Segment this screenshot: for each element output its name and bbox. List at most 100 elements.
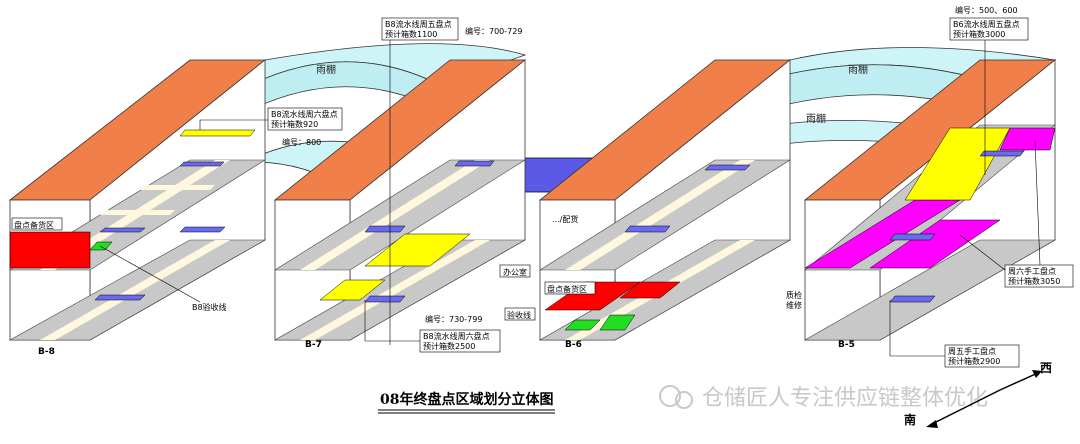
magenta-zone xyxy=(999,127,1056,151)
reserve-area-label: 盘点备货区 xyxy=(547,284,587,294)
office-label: 办公室 xyxy=(503,267,527,277)
callout-box xyxy=(267,107,343,131)
green-zone xyxy=(599,314,636,331)
reserve-zone-red xyxy=(9,231,91,269)
blue-zone xyxy=(889,233,936,241)
yellow-zone xyxy=(179,129,256,137)
blue-zone xyxy=(704,164,751,171)
qc-repair-label: 质检 维修 xyxy=(786,290,805,310)
acceptance-label-box xyxy=(504,307,536,321)
callout-box xyxy=(1004,264,1074,288)
building-b8: B-8 盘点备货区 B8验收线 xyxy=(8,43,527,357)
blue-zone xyxy=(179,161,225,167)
code-label: 编号：500、600 xyxy=(955,5,1018,15)
building-b6: B-6 .../配货 办公室 盘点备货区 验收线 xyxy=(499,47,1057,350)
building-label-b7: B-7 xyxy=(305,340,322,350)
walkway xyxy=(40,240,230,340)
blue-zone xyxy=(94,294,146,301)
watermark-text: 仓储匠人专注供应链整体优化 xyxy=(702,386,988,411)
reserve-label-box xyxy=(544,281,596,295)
repair-label-line: 维修 xyxy=(786,300,802,310)
callout-sat-manual: 周六手工盘点 预计箱数3050 xyxy=(959,139,1074,288)
west-arrow-head xyxy=(1032,370,1042,378)
callout-line: 预计箱数1100 xyxy=(385,29,437,39)
walkway xyxy=(300,160,490,270)
canopy-label: 雨棚 xyxy=(316,63,336,76)
callout-line: 预计箱数3000 xyxy=(953,29,1005,39)
building-label-b5: B-5 xyxy=(838,340,855,350)
receive-zone-green xyxy=(89,241,113,251)
watermark: 仓储匠人专注供应链整体优化 xyxy=(659,385,988,411)
callout-b8-sat2: 编号：730-799 B8流水线周六盘点 预计箱数2500 xyxy=(364,300,501,353)
callout-line: 预计箱数3050 xyxy=(1008,276,1060,286)
blue-zone xyxy=(454,160,495,167)
blue-zone xyxy=(179,226,226,233)
leader-line xyxy=(99,245,201,303)
lower-floor xyxy=(803,239,1057,341)
building-label-b6: B-6 xyxy=(565,340,582,350)
wechat-icon xyxy=(675,391,693,409)
blue-zone xyxy=(979,150,1025,157)
callout-line: B8流水线周六盘点 xyxy=(423,331,490,341)
walkway xyxy=(140,185,215,190)
receive-line-label: B8验收线 xyxy=(192,302,227,312)
distribution-label: .../配货 xyxy=(552,214,578,224)
callout-text: 周五手工盘点 预计箱数2900 xyxy=(948,346,1000,366)
west-label: 西 xyxy=(1040,361,1052,375)
callout-line: 预计箱数920 xyxy=(271,119,318,129)
code-label: 编号：730-799 xyxy=(425,314,482,324)
walkway xyxy=(100,210,175,215)
leader-line xyxy=(959,234,1006,271)
blue-zone xyxy=(364,295,406,303)
blue-zone xyxy=(364,225,406,233)
callout-fri-manual: 周五手工盘点 预计箱数2900 xyxy=(889,300,1020,368)
south-arrow-line xyxy=(929,389,1001,426)
callout-b8-fri: B8流水线周五盘点 预计箱数1100 编号：700-729 xyxy=(381,17,522,345)
callout-line: B8流水线周六盘点 xyxy=(271,109,338,119)
code-label: 编号：700-729 xyxy=(465,26,522,36)
callout-box xyxy=(381,17,459,41)
walkway xyxy=(300,240,490,340)
reserve-label-box xyxy=(11,217,63,231)
callout-text: B8流水线周五盘点 预计箱数1100 xyxy=(385,19,454,39)
callout-line: 预计箱数2500 xyxy=(423,341,475,351)
building-b5: B-5 质检 维修 xyxy=(786,59,1057,350)
walkway xyxy=(565,160,755,270)
code-label: 编号：800 xyxy=(282,137,321,147)
west-arrow-line xyxy=(999,371,1041,391)
compass: 西 南 xyxy=(904,361,1052,428)
green-zone xyxy=(564,319,601,331)
callout-text: B8流水线周六盘点 预计箱数920 xyxy=(271,109,340,129)
yellow-zone xyxy=(319,279,386,301)
callout-line: B6流水线周五盘点 xyxy=(953,19,1020,29)
callout-line: 周六手工盘点 xyxy=(1008,266,1056,276)
building-b7: B-7 xyxy=(273,59,527,350)
yellow-zone xyxy=(364,233,471,267)
callout-line: B8流水线周五盘点 xyxy=(385,19,452,29)
canopy-label: 雨棚 xyxy=(848,63,868,76)
canopy-label: 雨棚 xyxy=(806,112,826,125)
callout-line: 预计箱数2900 xyxy=(948,356,1000,366)
building-label-b8: B-8 xyxy=(38,347,55,357)
reserve-area-label: 盘点备货区 xyxy=(14,220,54,230)
qc-label-line: 质检 xyxy=(786,290,802,300)
blue-zone xyxy=(889,295,936,303)
blue-zone xyxy=(624,225,671,233)
yellow-zone xyxy=(904,127,1011,201)
leader-line xyxy=(1034,139,1041,266)
callout-b6-fri: 编号：500、600 B6流水线周五盘点 预计箱数3000 xyxy=(949,5,1029,175)
wechat-icon xyxy=(659,385,681,407)
red-zone xyxy=(619,281,681,299)
acceptance-label: 验收线 xyxy=(507,310,531,320)
callout-b8-sat: B8流水线周六盘点 预计箱数920 编号：800 xyxy=(199,107,343,147)
south-label: 南 xyxy=(904,412,916,427)
callout-line: 周五手工盘点 xyxy=(948,346,996,356)
blue-zone xyxy=(99,227,146,233)
diagram-title: 08年终盘点区域划分立体图 xyxy=(380,391,553,408)
callout-text: 周六手工盘点 预计箱数3050 xyxy=(1008,266,1060,286)
callout-text: B6流水线周五盘点 预计箱数3000 xyxy=(953,19,1022,39)
office-label-box xyxy=(499,264,531,278)
callout-box xyxy=(949,17,1029,41)
south-arrow-head xyxy=(926,420,938,428)
